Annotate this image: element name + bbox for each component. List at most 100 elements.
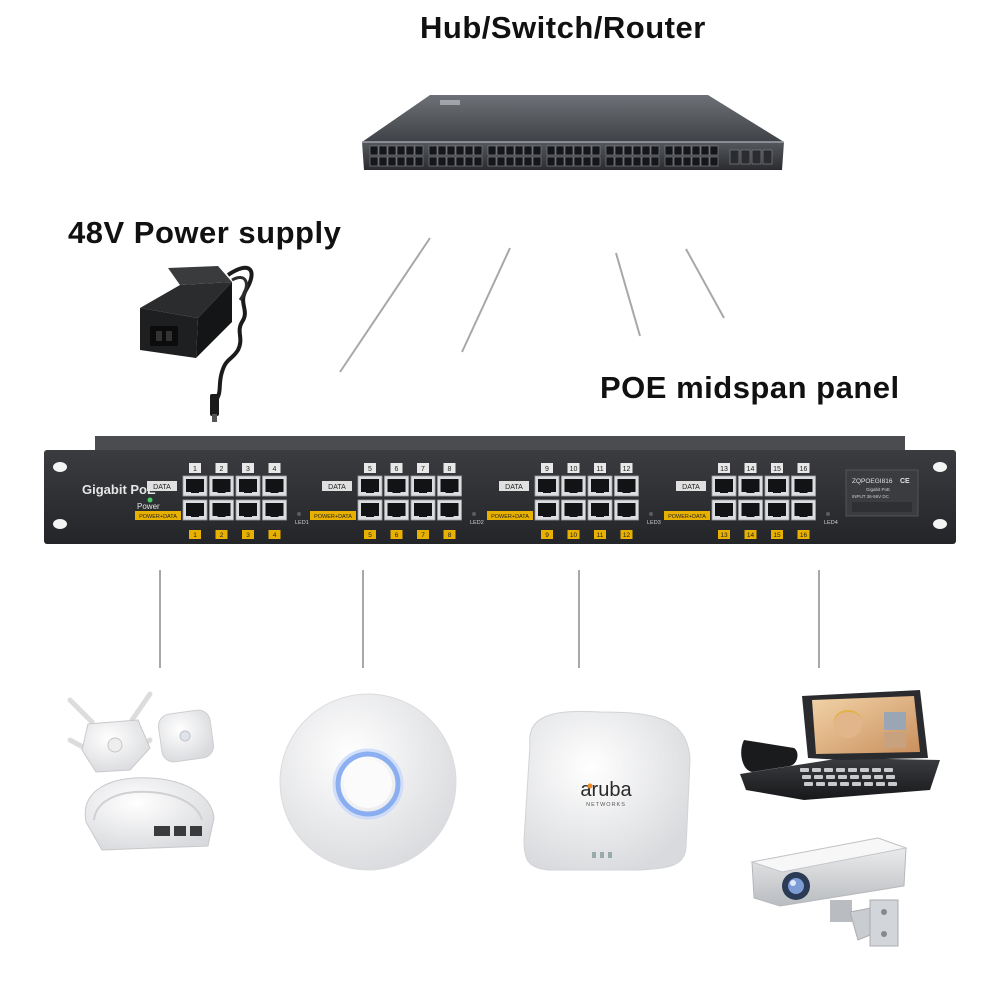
rj45-socket xyxy=(794,503,813,516)
switch-port xyxy=(405,145,415,156)
data-tag xyxy=(676,481,706,491)
switch-port xyxy=(446,156,456,167)
led-label: LED4 xyxy=(824,520,838,526)
port-number-bottom: 11 xyxy=(597,532,604,539)
switch-port xyxy=(582,156,592,167)
led-icon xyxy=(297,512,301,516)
switch-port xyxy=(564,145,574,156)
phone-key xyxy=(872,768,881,772)
phone-key xyxy=(804,782,813,786)
data-tag-label: DATA xyxy=(505,484,523,491)
port-number-top: 11 xyxy=(596,466,603,473)
port-number-bottom: 7 xyxy=(421,532,425,539)
rj45-socket xyxy=(387,479,406,492)
switch-port xyxy=(496,156,506,167)
power-data-tag-label: POWER+DATA xyxy=(314,514,352,520)
phone-keypad xyxy=(800,768,897,786)
sfp-port xyxy=(740,149,751,165)
switch-port xyxy=(605,145,615,156)
port-number-top: 5 xyxy=(368,466,372,473)
port-number-top: 3 xyxy=(246,466,250,473)
switch-port xyxy=(496,145,506,156)
switch-port xyxy=(641,145,651,156)
phone-key xyxy=(812,768,821,772)
switch-port xyxy=(387,145,397,156)
led-icon xyxy=(826,512,830,516)
rack-hole xyxy=(53,519,67,529)
switch-port xyxy=(369,156,379,167)
power-data-tag-label: POWER+DATA xyxy=(491,514,529,520)
phone-key xyxy=(824,768,833,772)
port-number-bottom: 3 xyxy=(246,532,250,539)
switch-port xyxy=(650,156,660,167)
model-text: ZQPOEGI816 xyxy=(852,478,893,485)
phone-key xyxy=(816,782,825,786)
rj45-socket xyxy=(794,479,813,492)
rj45-socket xyxy=(617,479,636,492)
power-data-tag xyxy=(310,511,356,520)
port-number-top: 10 xyxy=(570,466,578,473)
rj45-socket xyxy=(212,503,231,516)
port-number-top: 15 xyxy=(773,466,781,473)
panel-brand: Gigabit PoE xyxy=(82,482,156,497)
switch-port xyxy=(555,156,565,167)
rj45-socket xyxy=(265,479,284,492)
switch-port xyxy=(650,145,660,156)
rj45-socket xyxy=(361,479,379,492)
switch-port xyxy=(709,145,719,156)
port-number-bottom: 8 xyxy=(448,532,452,539)
port-number-bottom: 1 xyxy=(193,532,197,539)
switch-port xyxy=(573,145,583,156)
switch-port xyxy=(582,145,592,156)
ceiling-access-point xyxy=(279,693,457,871)
power-data-tag xyxy=(135,511,181,520)
port-number-bottom: 2 xyxy=(220,532,224,539)
switch-port-array xyxy=(369,145,773,167)
port-number-top: 7 xyxy=(421,466,425,473)
switch-port xyxy=(405,156,415,167)
led-icon xyxy=(649,512,653,516)
switch-port xyxy=(523,156,533,167)
switch-port xyxy=(455,156,465,167)
access-point-cluster xyxy=(67,691,215,851)
rj45-socket xyxy=(265,503,284,516)
switch-port xyxy=(709,156,719,167)
phone-key xyxy=(828,782,837,786)
switch-port xyxy=(664,156,674,167)
switch-port xyxy=(546,145,556,156)
data-tag xyxy=(147,481,177,491)
port-number-bottom: 10 xyxy=(570,532,578,539)
phone-key xyxy=(874,775,883,779)
phone-key xyxy=(848,768,857,772)
data-tag-label: DATA xyxy=(328,484,346,491)
phone-key xyxy=(884,768,893,772)
port-number-bottom: 13 xyxy=(720,532,728,539)
rj45-socket xyxy=(239,503,257,516)
switch-port xyxy=(564,156,574,167)
switch-port xyxy=(641,156,651,167)
port-number-bottom: 4 xyxy=(273,532,277,539)
phone-key xyxy=(862,775,871,779)
switch-port xyxy=(446,145,456,156)
power-data-tag xyxy=(664,511,710,520)
port-number-bottom: 5 xyxy=(368,532,372,539)
phone-key xyxy=(840,782,849,786)
switch-port xyxy=(437,145,447,156)
cctv-camera xyxy=(750,837,908,947)
switch-port xyxy=(473,145,483,156)
sfp-port xyxy=(729,149,740,165)
switch-port xyxy=(532,145,542,156)
port-number-top: 8 xyxy=(448,466,452,473)
rack-hole xyxy=(933,462,947,472)
data-tag xyxy=(499,481,529,491)
rj45-socket xyxy=(741,479,760,492)
port-number-top: 4 xyxy=(273,466,277,473)
switch-port xyxy=(682,156,692,167)
port-number-top: 2 xyxy=(220,466,224,473)
aruba-access-point: aruba NETWORKS xyxy=(523,710,691,871)
rj45-socket xyxy=(768,479,786,492)
phone-key xyxy=(826,775,835,779)
input-spec: INPUT 36-56V DC xyxy=(852,494,890,499)
rj45-socket xyxy=(564,503,583,516)
